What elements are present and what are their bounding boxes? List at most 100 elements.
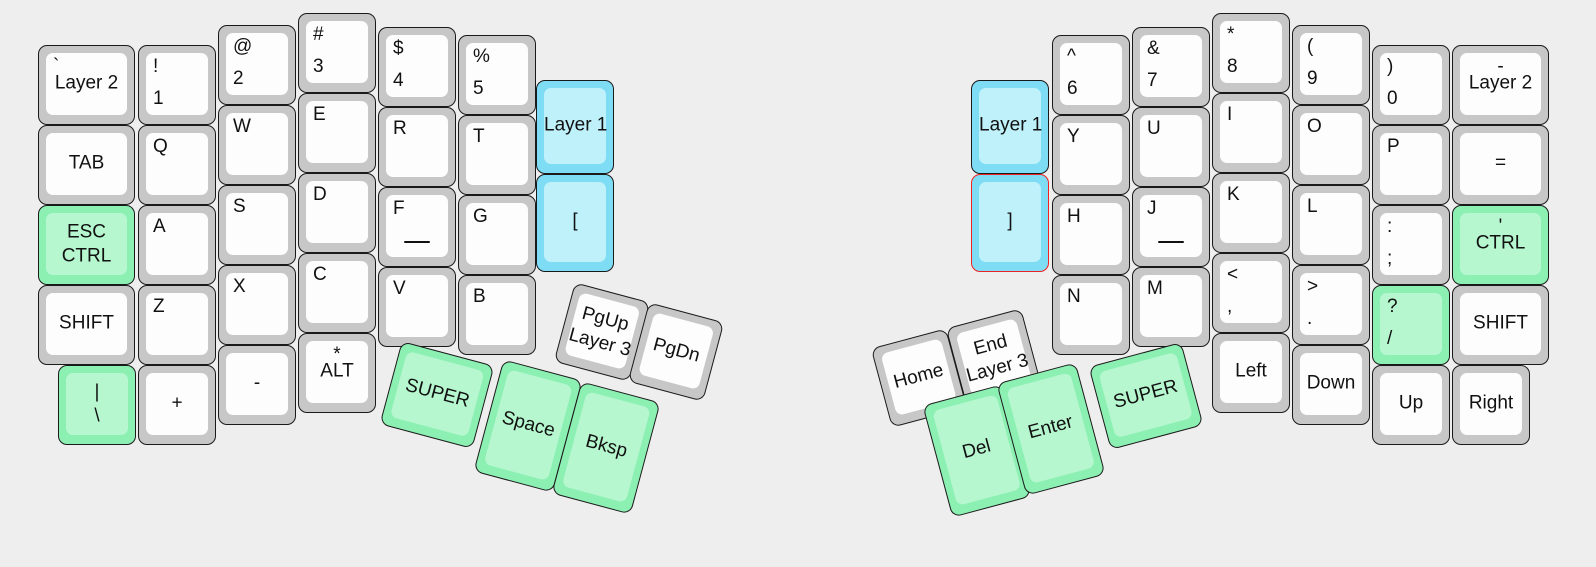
key-l-tab[interactable]: TAB	[38, 125, 135, 205]
key-l-t[interactable]: T	[458, 115, 536, 195]
key-l-f[interactable]: F	[378, 187, 456, 267]
key-legend-top: B	[473, 286, 486, 307]
keycap-l-w: W	[226, 113, 288, 175]
key-r-8[interactable]: *8	[1212, 13, 1290, 93]
key-l-shift[interactable]: SHIFT	[38, 285, 135, 365]
key-legend-top: *	[1227, 24, 1235, 45]
key-r-k[interactable]: K	[1212, 173, 1290, 253]
key-r-semicolon[interactable]: :;	[1372, 205, 1450, 285]
key-l-a[interactable]: A	[138, 205, 216, 285]
key-legend-top: S	[233, 196, 246, 217]
key-r-y[interactable]: Y	[1052, 115, 1130, 195]
keycap-r-8: *8	[1220, 21, 1282, 83]
key-legend-bottom: 7	[1147, 70, 1158, 92]
key-r-super[interactable]: SUPER	[1088, 342, 1204, 450]
keycap-l-esc-ctrl: ESC CTRL	[46, 213, 127, 275]
keycap-l-v: V	[386, 275, 448, 337]
key-r-up[interactable]: Up	[1372, 365, 1450, 445]
keycap-r-enter: Enter	[1006, 372, 1096, 484]
key-legend-top: :	[1387, 216, 1393, 237]
key-l-s[interactable]: S	[218, 185, 296, 265]
key-r-0[interactable]: )0	[1372, 45, 1450, 125]
key-l-lbracket[interactable]: [	[536, 174, 614, 272]
key-legend-top: N	[1067, 286, 1081, 307]
key-l-g[interactable]: G	[458, 195, 536, 275]
key-r-rbracket[interactable]: ]	[971, 174, 1049, 272]
key-r-m[interactable]: M	[1132, 267, 1210, 347]
key-l-b[interactable]: B	[458, 275, 536, 355]
key-legend-center: Right	[1468, 392, 1514, 414]
key-legend-center: Home	[891, 359, 946, 394]
key-r-j[interactable]: J	[1132, 187, 1210, 267]
key-legend-bottom: .	[1307, 308, 1313, 330]
key-l-esc-ctrl[interactable]: ESC CTRL	[38, 205, 135, 285]
key-l-3[interactable]: #3	[298, 13, 376, 93]
key-l-x[interactable]: X	[218, 265, 296, 345]
key-l-w[interactable]: W	[218, 105, 296, 185]
key-r-9[interactable]: (9	[1292, 25, 1370, 105]
key-legend-bottom: 1	[153, 88, 164, 110]
key-l-c[interactable]: C	[298, 253, 376, 333]
key-r-down[interactable]: Down	[1292, 345, 1370, 425]
keycap-l-asterisk-alt: *ALT	[306, 341, 368, 403]
key-r-n[interactable]: N	[1052, 275, 1130, 355]
key-r-shift[interactable]: SHIFT	[1452, 285, 1549, 365]
key-legend-top: C	[313, 264, 327, 285]
key-r-right[interactable]: Right	[1452, 365, 1530, 445]
key-l-grave-layer2[interactable]: `Layer 2	[38, 45, 135, 125]
keycap-l-3: #3	[306, 21, 368, 83]
keycap-r-n: N	[1060, 283, 1122, 345]
key-l-z[interactable]: Z	[138, 285, 216, 365]
key-l-plus[interactable]: +	[138, 365, 216, 445]
keycap-l-x: X	[226, 273, 288, 335]
key-l-5[interactable]: %5	[458, 35, 536, 115]
key-legend-top: @	[233, 36, 253, 57]
key-r-minus-layer2[interactable]: -Layer 2	[1452, 45, 1549, 125]
key-l-r[interactable]: R	[378, 107, 456, 187]
key-l-super[interactable]: SUPER	[379, 341, 495, 449]
key-l-4[interactable]: $4	[378, 27, 456, 107]
key-r-7[interactable]: &7	[1132, 27, 1210, 107]
key-legend-center: SUPER	[403, 374, 472, 412]
keycap-l-f: F	[386, 195, 448, 257]
key-r-u[interactable]: U	[1132, 107, 1210, 187]
key-l-q[interactable]: Q	[138, 125, 216, 205]
key-l-2[interactable]: @2	[218, 25, 296, 105]
key-l-1[interactable]: !1	[138, 45, 216, 125]
key-r-period[interactable]: >.	[1292, 265, 1370, 345]
keycap-r-up: Up	[1380, 373, 1442, 435]
key-legend-bottom: ,	[1227, 296, 1233, 318]
key-l-pipe-backslash[interactable]: | \	[58, 365, 136, 445]
key-r-quote-ctrl[interactable]: 'CTRL	[1452, 205, 1549, 285]
keycap-l-4: $4	[386, 35, 448, 97]
key-r-h[interactable]: H	[1052, 195, 1130, 275]
key-r-6[interactable]: ^6	[1052, 35, 1130, 115]
key-legend-top: K	[1227, 184, 1240, 205]
key-legend-top: X	[233, 276, 246, 297]
keycap-r-y: Y	[1060, 123, 1122, 185]
key-r-layer1[interactable]: Layer 1	[971, 80, 1049, 174]
key-l-v[interactable]: V	[378, 267, 456, 347]
key-l-layer1[interactable]: Layer 1	[536, 80, 614, 174]
keycap-r-rbracket: ]	[979, 182, 1041, 262]
key-r-o[interactable]: O	[1292, 105, 1370, 185]
key-r-i[interactable]: I	[1212, 93, 1290, 173]
key-r-l[interactable]: L	[1292, 185, 1370, 265]
key-legend-center: PgUp Layer 3	[566, 302, 634, 361]
key-legend-top: <	[1227, 264, 1239, 285]
key-legend-top: O	[1307, 116, 1322, 137]
keycap-r-9: (9	[1300, 33, 1362, 95]
key-r-left[interactable]: Left	[1212, 333, 1290, 413]
key-l-minus[interactable]: -	[218, 345, 296, 425]
key-l-d[interactable]: D	[298, 173, 376, 253]
key-r-equals[interactable]: =	[1452, 125, 1549, 205]
keycap-r-i: I	[1220, 101, 1282, 163]
key-r-p[interactable]: P	[1372, 125, 1450, 205]
key-l-e[interactable]: E	[298, 93, 376, 173]
key-r-slash[interactable]: ?/	[1372, 285, 1450, 365]
keycap-r-quote-ctrl: 'CTRL	[1460, 213, 1541, 275]
key-r-comma[interactable]: <,	[1212, 253, 1290, 333]
key-legend-bottom: 5	[473, 78, 484, 100]
key-l-asterisk-alt[interactable]: *ALT	[298, 333, 376, 413]
